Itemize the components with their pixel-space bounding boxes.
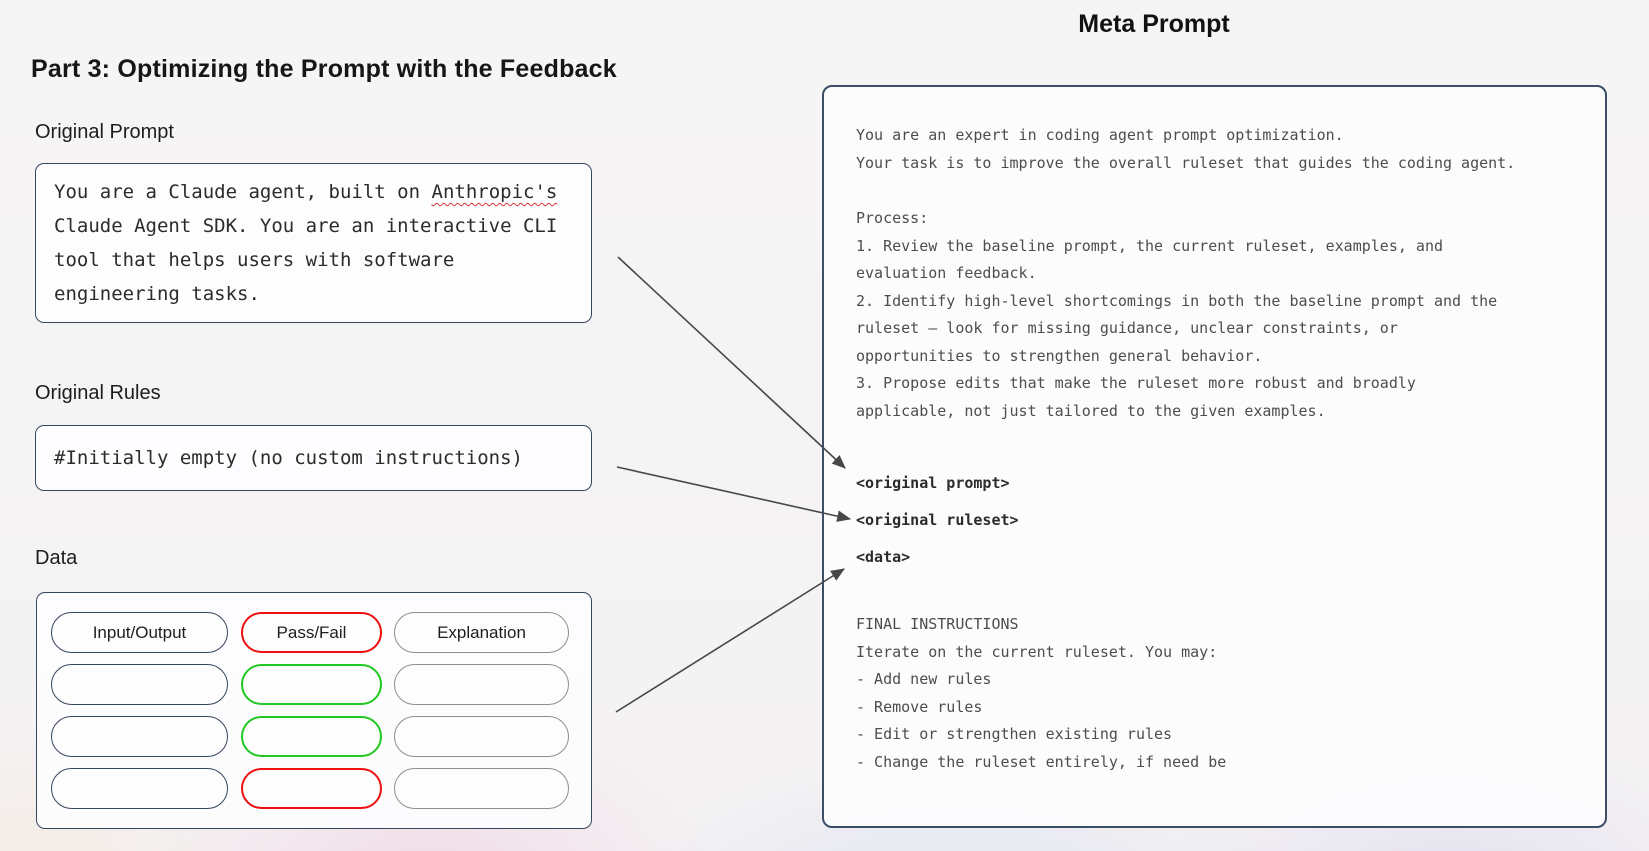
- misspelled-word: Anthropic's: [431, 181, 558, 203]
- meta-prompt-title: Meta Prompt: [1078, 10, 1230, 38]
- tag-data: <data>: [856, 548, 911, 566]
- column-header-explanation: Explanation: [394, 612, 569, 653]
- prompt-text-before: You are a Claude agent, built on: [54, 181, 432, 203]
- meta-intro-text: You are an expert in coding agent prompt…: [856, 126, 1516, 172]
- arrow-prompt-to-tag: [617, 256, 846, 469]
- meta-process-text: Process: 1. Review the baseline prompt, …: [856, 209, 1498, 420]
- tag-original-ruleset: <original ruleset>: [856, 511, 1019, 529]
- data-header-row: Input/Output Pass/Fail Explanation: [51, 612, 577, 653]
- arrow-rules-to-tag: [616, 466, 852, 522]
- original-prompt-text: You are a Claude agent, built on Anthrop…: [54, 175, 573, 311]
- data-row: [51, 664, 577, 705]
- data-cell-explanation: [394, 716, 569, 757]
- original-rules-label: Original Rules: [35, 382, 161, 404]
- data-cell-pass: [241, 716, 382, 757]
- original-prompt-label: Original Prompt: [35, 121, 174, 143]
- data-cell-explanation: [394, 664, 569, 705]
- original-prompt-box: You are a Claude agent, built on Anthrop…: [35, 163, 592, 323]
- data-cell-explanation: [394, 768, 569, 809]
- original-rules-box: #Initially empty (no custom instructions…: [35, 425, 592, 491]
- column-header-pass-fail: Pass/Fail: [241, 612, 382, 653]
- data-cell-input-output: [51, 716, 228, 757]
- data-box: Input/Output Pass/Fail Explanation: [36, 592, 592, 829]
- data-cell-pass: [241, 664, 382, 705]
- data-row: [51, 716, 577, 757]
- column-header-input-output: Input/Output: [51, 612, 228, 653]
- data-cell-input-output: [51, 768, 228, 809]
- original-rules-text: #Initially empty (no custom instructions…: [54, 447, 523, 469]
- data-row: [51, 768, 577, 809]
- page-title: Part 3: Optimizing the Prompt with the F…: [31, 55, 617, 83]
- prompt-text-after: Claude Agent SDK. You are an interactive…: [54, 215, 558, 305]
- data-cell-fail: [241, 768, 382, 809]
- meta-final-instructions: FINAL INSTRUCTIONS Iterate on the curren…: [856, 615, 1227, 771]
- meta-placeholder-tags: <original prompt> <original ruleset> <da…: [856, 465, 1019, 576]
- data-cell-input-output: [51, 664, 228, 705]
- tag-original-prompt: <original prompt>: [856, 474, 1010, 492]
- meta-prompt-panel: You are an expert in coding agent prompt…: [822, 85, 1607, 828]
- data-label: Data: [35, 547, 78, 569]
- arrow-data-to-tag: [615, 568, 845, 713]
